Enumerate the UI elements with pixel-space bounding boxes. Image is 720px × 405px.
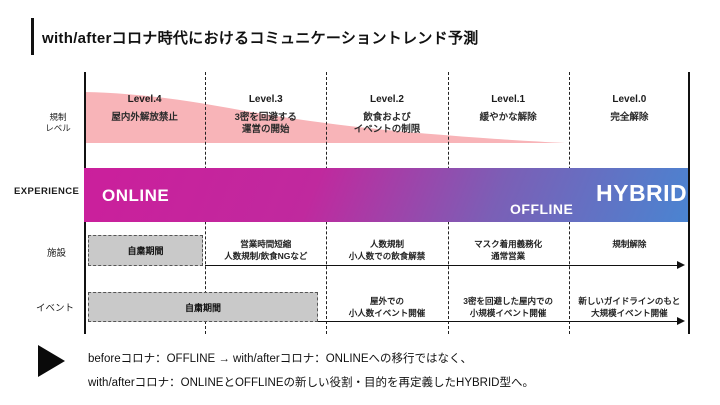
offline-label: OFFLINE <box>510 201 574 217</box>
footer-line-2: with/afterコロナ：ONLINEとOFFLINEの新しい役割・目的を再定… <box>88 377 534 389</box>
trend-chart: Level.4 屋内外解放禁止 Level.3 3密を回避する 運営の開始 Le… <box>84 72 690 334</box>
event-cell-level1: 3密を回避した屋内での 小規模イベント開催 <box>463 296 554 318</box>
facility-timeline-arrow <box>205 261 685 269</box>
facility-cell-level2: 人数規制 小人数での飲食解禁 <box>348 239 426 261</box>
facility-cells: 営業時間短縮 人数規制/飲食NGなど 人数規制 小人数での飲食解禁 マスク着用義… <box>205 239 690 262</box>
title-accent-bar <box>31 18 34 55</box>
facility-cell-level0: 規制解除 <box>612 239 647 249</box>
facility-self-restraint-box: 自粛期間 <box>88 235 203 266</box>
page-title: with/afterコロナ時代におけるコミュニケーショントレンド予測 <box>42 30 479 47</box>
event-cell-level2: 屋外での 小人数イベント開催 <box>348 296 426 318</box>
level-desc: 3密を回避する 運営の開始 <box>234 112 297 135</box>
row-label-regulation-level: 規制 レベル <box>45 112 71 133</box>
online-label: ONLINE <box>102 186 170 205</box>
level-desc: 緩やかな解除 <box>479 112 537 123</box>
level-desc: 完全解除 <box>610 112 649 123</box>
row-label-facility: 施設 <box>47 248 67 259</box>
level-name: Level.4 <box>127 94 162 105</box>
hybrid-label: HYBRID <box>596 180 688 206</box>
level-name: Level.3 <box>248 94 283 105</box>
level-header-row: Level.4 屋内外解放禁止 Level.3 3密を回避する 運営の開始 Le… <box>84 94 690 136</box>
level-column-3: Level.3 3密を回避する 運営の開始 <box>205 94 326 136</box>
level-column-2: Level.2 飲食および イベントの制限 <box>326 94 447 136</box>
level-desc: 屋内外解放禁止 <box>111 112 178 123</box>
facility-cell-level1: マスク着用義務化 通常営業 <box>474 239 543 261</box>
play-triangle-icon <box>38 345 65 377</box>
event-timeline-arrow <box>318 317 685 325</box>
level-name: Level.1 <box>491 94 526 105</box>
level-column-1: Level.1 緩やかな解除 <box>448 94 569 136</box>
row-label-experience: EXPERIENCE <box>14 186 80 197</box>
level-column-0: Level.0 完全解除 <box>569 94 690 136</box>
level-desc: 飲食および イベントの制限 <box>353 112 421 135</box>
level-name: Level.0 <box>612 94 647 105</box>
footer-line-1: beforeコロナ：OFFLINE → with/afterコロナ：ONLINE… <box>88 353 473 365</box>
grid-border-right <box>688 72 690 334</box>
event-self-restraint-box: 自粛期間 <box>88 292 318 322</box>
row-label-event: イベント <box>36 303 75 314</box>
regulation-wave-shape <box>84 92 565 143</box>
footer-note: beforeコロナ：OFFLINE → with/afterコロナ：ONLINE… <box>88 347 534 395</box>
level-name: Level.2 <box>370 94 404 105</box>
experience-gradient-band: ONLINE OFFLINE HYBRID <box>84 168 688 222</box>
facility-cell-level3: 営業時間短縮 人数規制/飲食NGなど <box>224 239 308 261</box>
event-cells: 屋外での 小人数イベント開催 3密を回避した屋内での 小規模イベント開催 新しい… <box>326 296 690 319</box>
event-cell-level0: 新しいガイドラインのもと 大規模イベント開催 <box>578 296 681 318</box>
level-column-4: Level.4 屋内外解放禁止 <box>84 94 205 136</box>
